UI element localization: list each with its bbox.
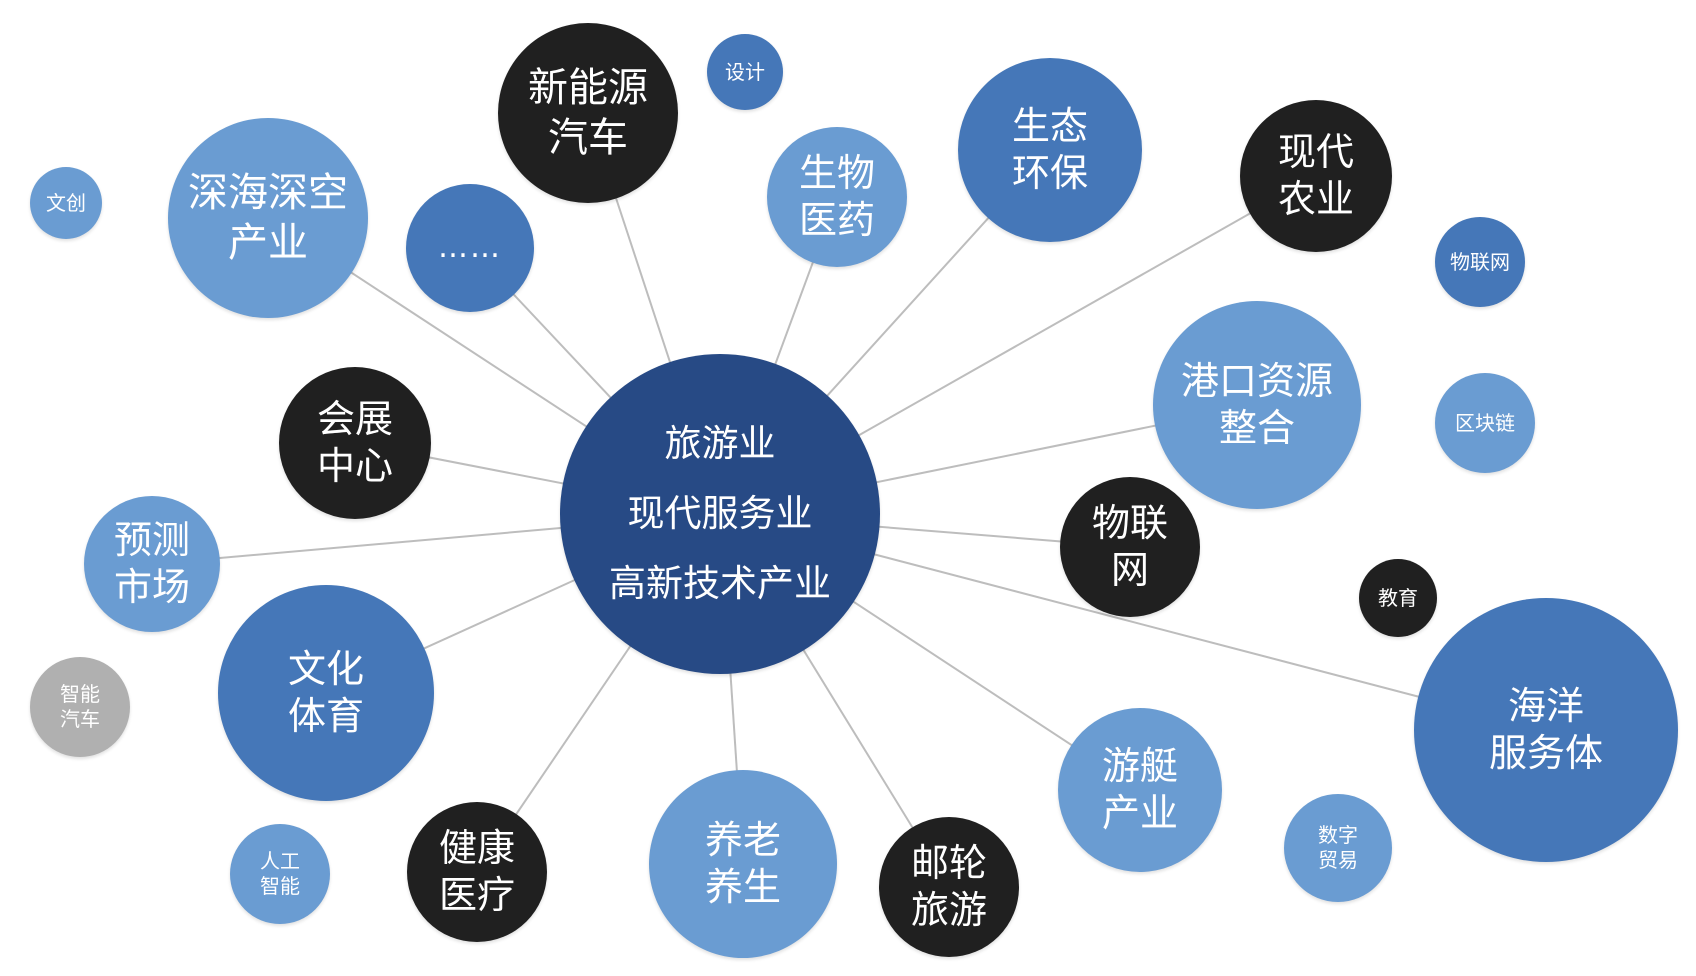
node-label: 会展 [316,396,393,441]
node-label: 设计 [725,59,765,84]
node-smart-car: 智能汽车 [30,657,130,757]
node-label: 养生 [704,865,781,909]
node-label: 健康 [438,825,515,870]
node-elder: 养老养生 [649,770,837,958]
node-label: 养老 [704,817,781,862]
hub-label-line-1: 旅游业 [664,421,776,465]
node-label: 海洋 [1507,683,1584,728]
hub-label-line-3: 高新技术产业 [609,562,831,606]
node-iot-small: 物联网 [1435,217,1525,307]
node-port: 港口资源整合 [1153,301,1361,509]
node-ai: 人工智能 [230,824,330,924]
node-label: 邮轮 [910,840,987,885]
node-label: 产业 [228,220,308,266]
node-label: 生态 [1011,103,1088,148]
node-label: …… [438,230,502,266]
node-label: 服务体 [1488,731,1603,775]
node-biomed: 生物医药 [767,127,907,267]
node-cruise: 邮轮旅游 [879,817,1019,957]
node-culture: 文化体育 [218,585,434,801]
node-label: 预测 [113,517,190,562]
node-label: 文创 [46,190,86,215]
node-label: 游艇 [1101,743,1178,788]
node-design: 设计 [707,34,783,110]
node-dots: …… [406,184,534,312]
node-label: 医药 [798,198,875,242]
node-label: 贸易 [1318,848,1358,872]
node-yacht: 游艇产业 [1058,708,1222,872]
node-label: 物联 [1091,500,1168,545]
node-eco: 生态环保 [958,58,1142,242]
node-label: 汽车 [548,115,628,161]
node-ocean: 海洋服务体 [1414,598,1678,862]
node-digital-trade: 数字贸易 [1284,794,1392,902]
node-health: 健康医疗 [407,802,547,942]
node-wenchuang: 文创 [30,167,102,239]
node-label: 生物 [798,150,875,195]
node-label: 中心 [316,444,393,488]
node-new-energy: 新能源汽车 [498,23,678,203]
node-label: 市场 [113,565,190,609]
node-label: 体育 [287,694,364,738]
node-label: 教育 [1378,585,1418,610]
node-label: 区块链 [1455,410,1515,435]
node-edu: 教育 [1359,559,1437,637]
node-label: 数字 [1318,823,1358,847]
hub-label-line-2: 现代服务业 [627,491,813,535]
node-label: 智能 [60,682,100,706]
node-label: 环保 [1011,151,1088,195]
node-iot: 物联网 [1060,477,1200,617]
node-label: 网 [1110,548,1149,592]
node-label: 农业 [1277,177,1354,221]
node-deep-sea: 深海深空产业 [168,118,368,318]
node-label: 产业 [1101,791,1178,835]
node-label: 深海深空 [188,170,348,216]
node-expo: 会展中心 [279,367,431,519]
node-label: 新能源 [528,65,648,111]
node-label: 人工 [260,849,300,873]
node-label: 智能 [260,874,300,898]
node-agri: 现代农业 [1240,100,1392,252]
node-label: 物联网 [1450,249,1510,274]
node-label: 旅游 [910,888,987,932]
node-label: 医疗 [438,873,515,917]
node-forecast: 预测市场 [84,496,220,632]
node-label: 港口资源 [1180,358,1333,403]
center-hub-node: 旅游业 现代服务业 高新技术产业 [560,354,880,674]
node-blockchain: 区块链 [1435,373,1535,473]
node-label: 汽车 [60,707,100,731]
node-label: 整合 [1218,406,1295,450]
node-label: 文化 [287,646,364,691]
node-label: 现代 [1277,129,1354,174]
